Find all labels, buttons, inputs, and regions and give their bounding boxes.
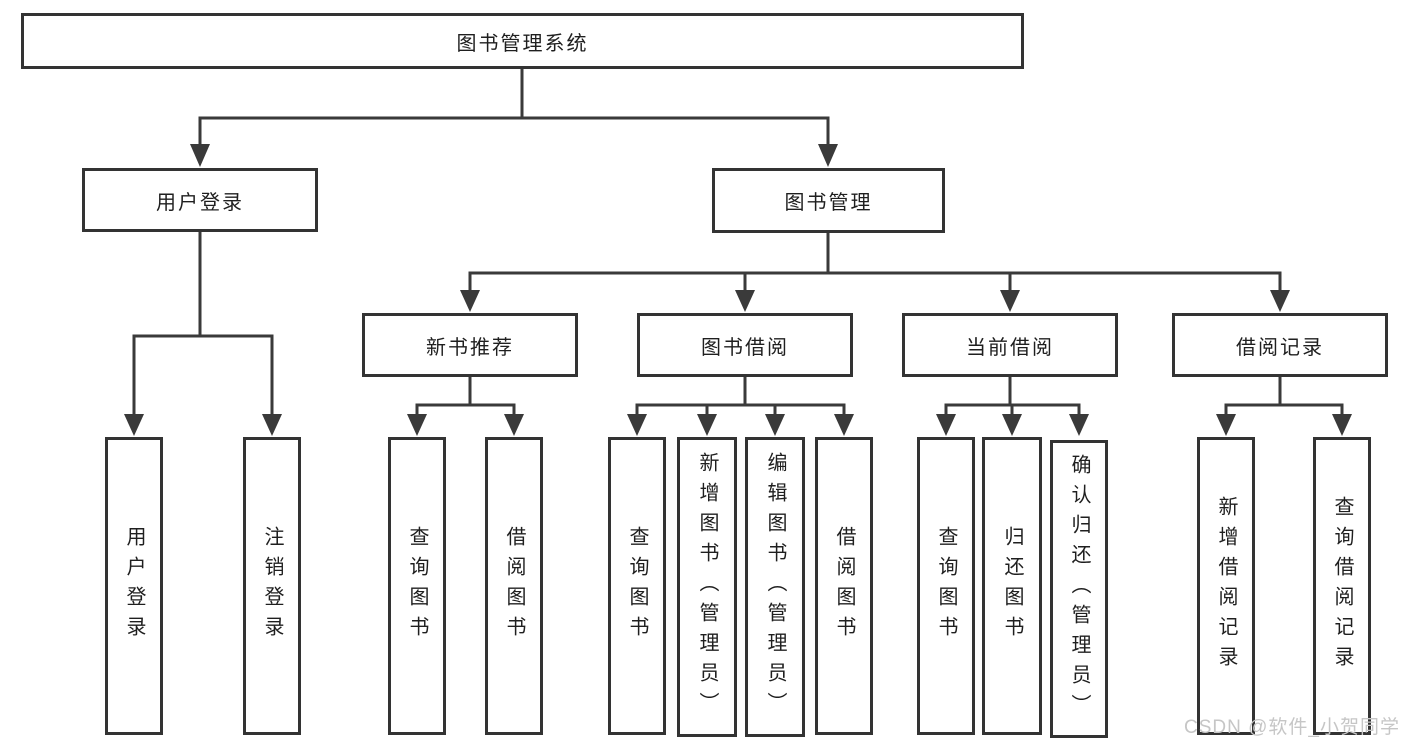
node-borrow-records: 借阅记录 bbox=[1172, 313, 1388, 377]
connector-root-to-level2 bbox=[198, 69, 830, 146]
leaf-add-book-admin: 新增图书（管理员） bbox=[677, 437, 737, 737]
connector-recommend-to-leaves bbox=[415, 377, 516, 415]
leaf-query-borrow-record: 查询借阅记录 bbox=[1313, 437, 1371, 735]
leaf-logout: 注销登录 bbox=[243, 437, 301, 735]
leaf-return-book: 归还图书 bbox=[982, 437, 1042, 735]
leaf-user-login: 用户登录 bbox=[105, 437, 163, 735]
connector-bookmgmt-to-level3 bbox=[468, 233, 1282, 291]
connector-current-to-leaves bbox=[944, 377, 1081, 415]
leaf-confirm-return-admin: 确认归还（管理员） bbox=[1050, 440, 1108, 738]
leaf-add-borrow-record: 新增借阅记录 bbox=[1197, 437, 1255, 735]
leaf-query-book-recommend: 查询图书 bbox=[388, 437, 446, 735]
node-new-book-recommend: 新书推荐 bbox=[362, 313, 578, 377]
leaf-edit-book-admin: 编辑图书（管理员） bbox=[745, 437, 805, 737]
leaf-borrow-book-recommend: 借阅图书 bbox=[485, 437, 543, 735]
connector-records-to-leaves bbox=[1224, 377, 1344, 415]
leaf-query-book-current: 查询图书 bbox=[917, 437, 975, 735]
node-current-borrow: 当前借阅 bbox=[902, 313, 1118, 377]
connector-userlogin-to-leaves bbox=[132, 232, 274, 415]
node-book-borrow: 图书借阅 bbox=[637, 313, 853, 377]
connector-borrow-to-leaves bbox=[635, 377, 846, 415]
watermark: CSDN @软件_小贺同学 bbox=[1184, 717, 1400, 738]
node-book-management: 图书管理 bbox=[712, 168, 945, 233]
node-user-login: 用户登录 bbox=[82, 168, 318, 232]
arrowhead-icons bbox=[124, 144, 1352, 436]
node-root: 图书管理系统 bbox=[21, 13, 1024, 69]
leaf-borrow-book: 借阅图书 bbox=[815, 437, 873, 735]
leaf-query-book-borrow: 查询图书 bbox=[608, 437, 666, 735]
